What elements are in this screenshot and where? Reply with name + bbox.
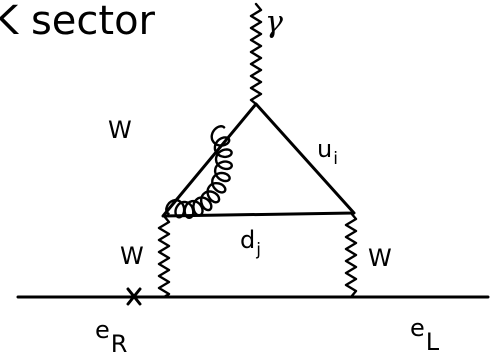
photon-label: γ (265, 5, 283, 40)
electron-right-label: eR (95, 316, 127, 358)
electron-left-base: e (410, 314, 425, 342)
w-left-label: W (120, 242, 144, 270)
w-loop-label: W (108, 116, 132, 144)
w-right-label: W (368, 244, 392, 272)
down-quark-index: j (255, 240, 261, 260)
electron-left-label: eL (410, 314, 440, 356)
down-quark-base: d (240, 226, 255, 254)
w-loop-propagator (165, 125, 233, 219)
photon-propagator (249, 2, 263, 106)
top-quark-triangle (161, 102, 356, 218)
w-left-propagator (157, 214, 171, 299)
down-quark-label: dj (240, 226, 261, 260)
w-right-propagator (344, 211, 358, 299)
up-quark-base: u (317, 135, 332, 163)
electron-right-index: R (111, 330, 128, 358)
electron-right-base: e (95, 316, 110, 344)
up-quark-label: ui (317, 135, 338, 169)
slide-heading: K sector (0, 0, 156, 44)
up-quark-index: i (333, 149, 338, 169)
mass-insertion-cross (126, 287, 142, 306)
electron-left-index: L (426, 328, 440, 356)
